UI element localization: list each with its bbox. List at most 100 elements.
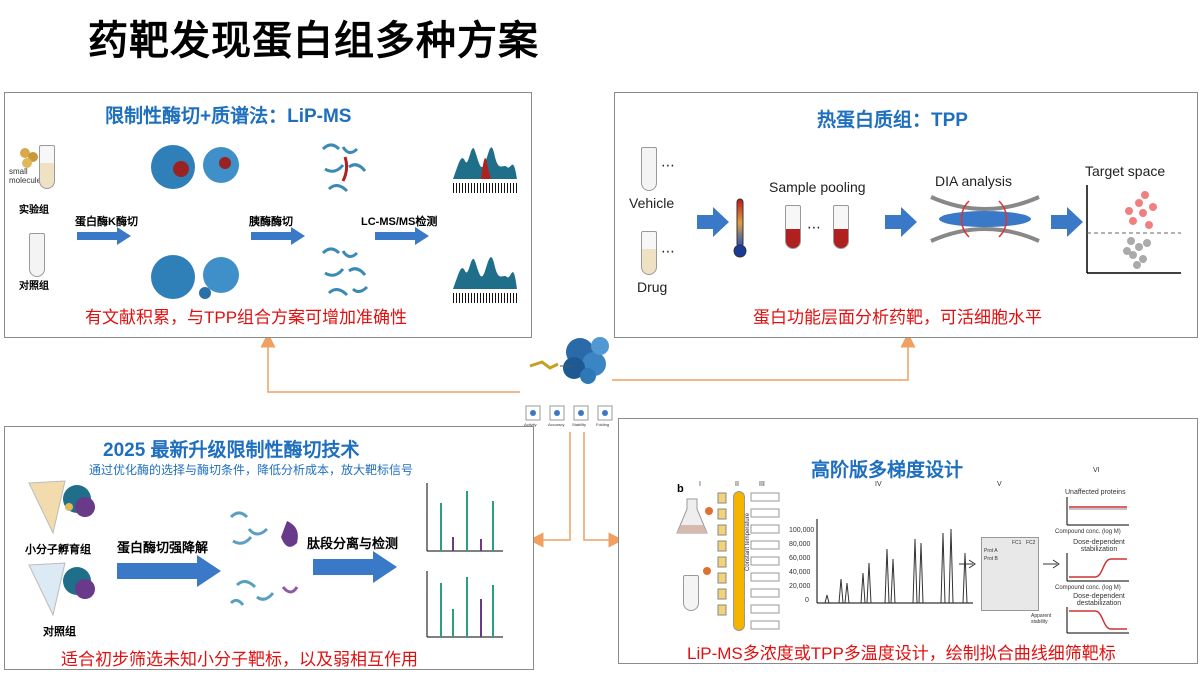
new-tech-subtitle: 通过优化酶的选择与酶切条件，降低分析成本，放大靶标信号 <box>89 463 414 477</box>
ligand-icon <box>529 360 559 370</box>
incubate-group-label: 小分子孵育组 <box>25 544 91 556</box>
arrow-new2-icon <box>313 551 397 583</box>
center-label-folding: Folding <box>596 422 610 427</box>
curve-destabilization-icon <box>1066 607 1129 634</box>
drug-dots: ⋯ <box>661 243 675 259</box>
orange-dot-icon-1 <box>705 507 713 515</box>
spectrum-bottom-icon <box>426 571 503 638</box>
arrow-new1-icon <box>117 555 221 587</box>
target-space-label: Target space <box>1085 163 1166 179</box>
table-row-b: Prot B <box>984 556 998 562</box>
ctrl-tube-icon <box>29 233 45 277</box>
result-table: FC1 FC2 Prot A Prot B <box>981 537 1039 611</box>
col-label-6: VI <box>1093 467 1100 474</box>
arrow-tpp1-icon <box>697 207 729 237</box>
lip-ms-note: 有文献积累，与TPP组合方案可增加准确性 <box>85 308 408 327</box>
arrow-to-curves-icon <box>1043 559 1060 569</box>
center-label-activity: Activity <box>524 422 537 427</box>
vehicle-dots: ⋯ <box>661 157 675 173</box>
ms-barcode-ctrl <box>453 293 519 303</box>
center-protein-graphic: Activity Accuracy Stability Folding <box>520 322 620 434</box>
volcano-plot-icon <box>1086 185 1181 274</box>
tpp-panel: 热蛋白质组：TPP ⋯ Vehicle ⋯ Drug Sample poolin… <box>614 92 1198 338</box>
page-title: 药靶发现蛋白组多种方案 <box>88 19 539 63</box>
arrow-step2-icon <box>251 227 305 245</box>
spectrum-top-icon <box>426 483 503 552</box>
exp-tube-icon <box>39 145 55 189</box>
pool-tube1-icon <box>785 205 801 249</box>
dia-analysis-label: DIA analysis <box>935 173 1013 189</box>
dose1-label: Dose-dependent stabilization <box>1073 539 1125 553</box>
thermometer-bar <box>733 491 745 631</box>
drug-tube-icon <box>641 231 657 275</box>
col-label-5: V <box>997 481 1002 488</box>
orange-dot-icon-2 <box>703 567 711 575</box>
incubation-tube-icon <box>28 480 95 535</box>
sample-pooling-label: Sample pooling <box>769 179 866 195</box>
arrow-step3-icon <box>375 227 429 245</box>
y-tick-2: 80,000 <box>789 541 811 548</box>
vehicle-tube-icon <box>641 147 657 191</box>
y-tick-3: 60,000 <box>789 555 811 562</box>
control-tube-icon <box>28 562 95 617</box>
col-label-4: IV <box>875 481 882 488</box>
tpp-note: 蛋白功能层面分析药靶，可活细胞水平 <box>753 308 1042 327</box>
new-tech-title: 2025 最新升级限制性酶切技术 <box>103 440 360 461</box>
col-label-3: III <box>759 481 765 488</box>
advanced-title: 高阶版多梯度设计 <box>811 460 964 481</box>
y-tick-6: 0 <box>805 597 809 604</box>
arrow-to-table-icon <box>959 559 976 569</box>
x-label-1: Compound conc. (log M) <box>1055 529 1121 535</box>
table-header-fc2: FC2 <box>1026 540 1036 546</box>
new-step2-label: 肽段分离与检测 <box>307 536 399 551</box>
advanced-panel: 高阶版多梯度设计 b I II III IV V VI Constant tem… <box>618 418 1198 664</box>
drug-label: Drug <box>637 279 668 295</box>
dose2-label: Dose-dependent destabilization <box>1073 593 1125 607</box>
thermometer-icon <box>733 198 747 258</box>
ms-spectrum-ctrl-icon <box>453 257 517 289</box>
advanced-note: LiP-MS多浓度或TPP多温度设计，绘制拟合曲线细筛靶标 <box>687 644 1116 663</box>
tpp-title: 热蛋白质组：TPP <box>817 110 968 131</box>
peptides-ctrl-icon <box>321 247 369 297</box>
curve-unaffected-icon <box>1066 497 1129 526</box>
new-step1-label: 蛋白酶切强降解 <box>117 540 209 555</box>
connector-to-tpp <box>612 332 916 381</box>
connector-to-lip <box>260 332 520 393</box>
x-label-2: Compound conc. (log M) <box>1055 585 1121 591</box>
adv-tube-icon <box>683 575 699 611</box>
lip-ms-title: 限制性酶切+质谱法：LiP-MS <box>105 106 352 127</box>
arrow-tpp3-icon <box>1051 207 1083 237</box>
col-label-1: I <box>699 481 701 488</box>
connector-to-new <box>528 432 571 548</box>
y-tick-1: 100,000 <box>789 527 815 534</box>
new-tech-note: 适合初步筛选未知小分子靶标，以及弱相互作用 <box>61 650 418 669</box>
curve-stabilization-icon <box>1066 553 1129 582</box>
flask-icon <box>676 498 708 534</box>
dia-instrument-icon <box>930 195 1040 243</box>
tube-column-icon <box>717 492 727 616</box>
ctrl-group-label-2: 对照组 <box>43 626 76 638</box>
panel-b-label: b <box>677 483 684 495</box>
new-tech-panel: 2025 最新升级限制性酶切技术 通过优化酶的选择与酶切条件，降低分析成本，放大… <box>4 426 534 670</box>
arrow-step1-icon <box>77 227 131 245</box>
center-label-stability: Stability <box>572 422 587 427</box>
protein-ligand-complex-icon <box>151 145 239 189</box>
lip-ms-panel: 限制性酶切+质谱法：LiP-MS small molecule 实验组 对照组 … <box>4 92 532 338</box>
y-label-stability: Apparent stability <box>1031 613 1052 625</box>
peptides-exp-icon <box>321 143 367 193</box>
degraded-peptides-icon <box>229 511 299 606</box>
small-molecule-label: small molecule <box>9 167 42 185</box>
exp-group-label: 实验组 <box>19 205 49 216</box>
col-label-2: II <box>735 481 739 488</box>
protein-structure-icon <box>563 337 609 384</box>
ms-chromatogram-icon <box>816 519 973 604</box>
pool-tube2-icon <box>833 205 849 249</box>
protein-control-icon <box>151 255 239 299</box>
vehicle-label: Vehicle <box>629 195 675 211</box>
ms-spectrum-exp-icon <box>453 147 517 179</box>
unaffected-label: Unaffected proteins <box>1065 489 1126 496</box>
pool-dots: ⋯ <box>807 219 821 235</box>
table-header-fc1: FC1 <box>1012 540 1022 546</box>
lip-step1-label: 蛋白酶K酶切 <box>75 216 138 228</box>
